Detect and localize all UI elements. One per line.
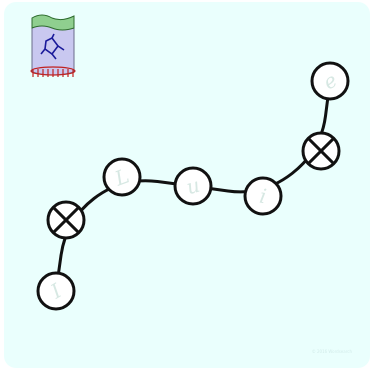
cross-icon: [52, 206, 80, 234]
tile-circle: [102, 157, 142, 197]
letter-tile[interactable]: i: [243, 176, 283, 216]
tile-circle: [310, 61, 350, 101]
letter-tile[interactable]: L: [102, 157, 142, 197]
tile-letter: u: [184, 173, 203, 200]
tile-letter: i: [258, 184, 268, 209]
jar-lid: [31, 14, 75, 31]
tile-circle: [36, 271, 76, 311]
jar-rim: [30, 66, 76, 77]
specimen-jar-icon[interactable]: [30, 14, 76, 77]
cross-icon: [307, 137, 335, 165]
tile-circle: [243, 176, 283, 216]
credit-text: © 2016 Wordsearch: [311, 349, 352, 354]
blocked-tile[interactable]: [46, 200, 86, 240]
blocked-tile[interactable]: [301, 131, 341, 171]
letter-tile[interactable]: I: [36, 271, 76, 311]
letter-tile[interactable]: e: [310, 61, 350, 101]
molecule-icon: [40, 33, 65, 60]
letter-tile[interactable]: u: [173, 166, 213, 206]
tile-circle: [173, 166, 213, 206]
